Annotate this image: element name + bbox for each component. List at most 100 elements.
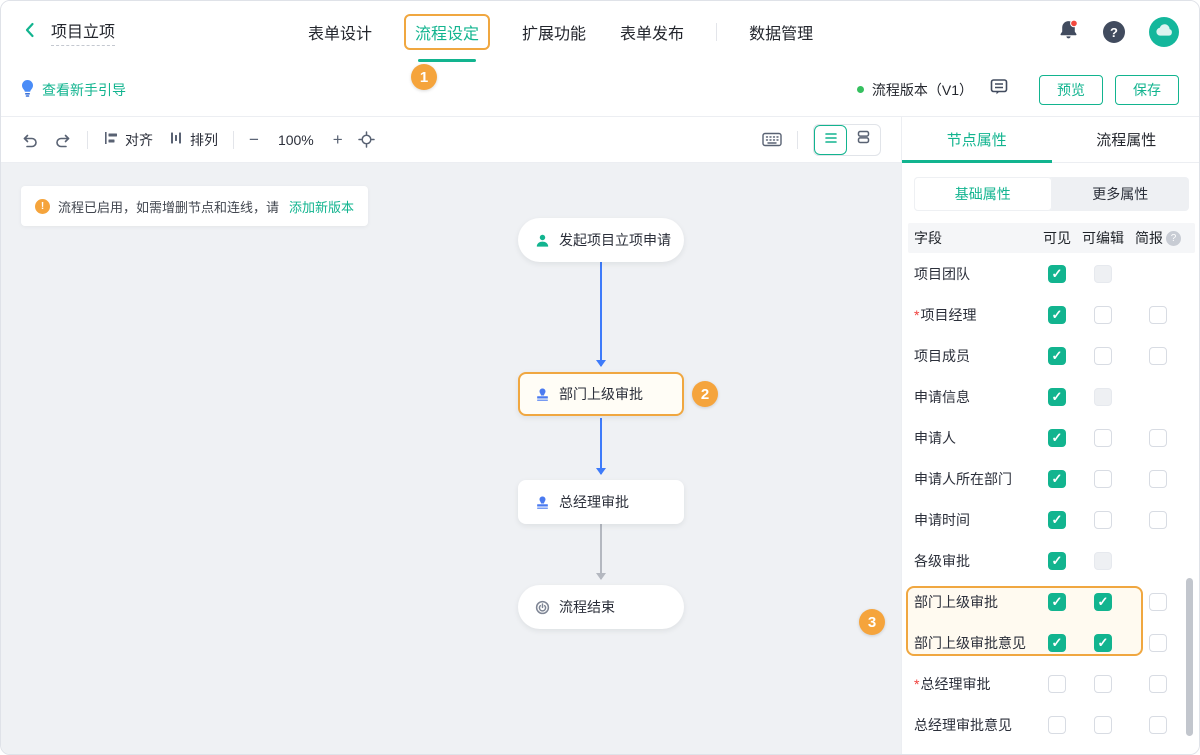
checkbox-visible[interactable]: ✓ (1048, 469, 1066, 488)
flow-canvas[interactable]: ! 流程已启用，如需增删节点和连线，请 添加新版本 发起项目立项申请部门上级审批… (1, 163, 901, 754)
flow-node-1[interactable]: 发起项目立项申请 (518, 218, 684, 262)
cell-brief (1127, 305, 1189, 324)
checkbox-brief[interactable] (1149, 715, 1167, 734)
checkbox-brief[interactable] (1149, 510, 1167, 529)
checkbox-visible[interactable]: ✓ (1048, 346, 1066, 365)
page-title: 项目立项 (51, 18, 116, 46)
subtab-more-properties[interactable]: 更多属性 (1092, 186, 1149, 202)
checkbox-visible[interactable]: ✓ (1048, 264, 1066, 283)
field-label: 申请信息 (914, 388, 970, 405)
avatar[interactable] (1149, 17, 1179, 47)
card-view-button[interactable] (847, 125, 880, 155)
cell-visible (1035, 674, 1079, 693)
step-badge-1: 1 (411, 64, 437, 90)
tab-node-properties[interactable]: 节点属性 (902, 117, 1052, 163)
locate-icon[interactable] (357, 131, 375, 148)
zoom-in-button[interactable]: + (332, 130, 343, 149)
field-row: 各级审批✓ (914, 540, 1189, 581)
back-button[interactable] (21, 21, 39, 44)
checkbox-visible[interactable]: ✓ (1048, 510, 1066, 529)
beginner-guide-link[interactable]: 查看新手引导 (21, 79, 126, 100)
tab-data-management[interactable]: 数据管理 (749, 26, 814, 43)
field-row: 部门上级审批意见✓✓ (914, 622, 1189, 663)
info-icon: ! (35, 198, 50, 214)
toolbar-divider-3 (797, 130, 798, 149)
panel-scrollbar-thumb[interactable] (1186, 578, 1193, 736)
checkbox-editable[interactable]: ✓ (1094, 592, 1112, 611)
add-version-link[interactable]: 添加新版本 (289, 199, 355, 215)
checkbox-editable (1094, 387, 1112, 406)
flow-node-3[interactable]: 总经理审批 (518, 480, 684, 524)
subtab-basic-properties[interactable]: 基础属性 (914, 177, 1052, 211)
checkbox-visible[interactable]: ✓ (1048, 551, 1066, 570)
checkbox-editable[interactable] (1094, 510, 1112, 529)
checkbox-brief[interactable] (1149, 428, 1167, 447)
properties-panel: 节点属性 流程属性 基础属性 更多属性 字段 可见 可编辑 简报 ? 项目团 (859, 117, 1199, 754)
cell-editable (1079, 305, 1127, 324)
checkbox-visible[interactable]: ✓ (1048, 428, 1066, 447)
checkbox-visible[interactable] (1048, 674, 1066, 693)
question-icon: ? (1110, 24, 1118, 40)
checkbox-visible[interactable] (1048, 715, 1066, 734)
notifications-button[interactable] (1058, 19, 1079, 45)
checkbox-brief[interactable] (1149, 633, 1167, 652)
redo-icon[interactable] (54, 132, 72, 148)
comment-icon (989, 77, 1009, 102)
checkbox-editable[interactable] (1094, 715, 1112, 734)
field-row: 申请人✓ (914, 417, 1189, 458)
tab-workflow-settings[interactable]: 流程设定 (404, 14, 491, 50)
checkbox-editable[interactable]: ✓ (1094, 633, 1112, 652)
checkbox-brief[interactable] (1149, 469, 1167, 488)
cell-editable (1079, 428, 1127, 447)
checkbox-editable[interactable] (1094, 674, 1112, 693)
tab-extensions[interactable]: 扩展功能 (522, 26, 587, 43)
checkbox-editable[interactable] (1094, 469, 1112, 488)
cell-brief (1127, 633, 1189, 652)
checkbox-editable (1094, 551, 1112, 570)
checkbox-brief[interactable] (1149, 305, 1167, 324)
save-button[interactable]: 保存 (1115, 74, 1179, 105)
checkbox-brief[interactable] (1149, 346, 1167, 365)
checkbox-visible[interactable]: ✓ (1048, 633, 1066, 652)
flow-node-4[interactable]: 流程结束 (518, 585, 684, 629)
checkbox-brief[interactable] (1149, 592, 1167, 611)
field-row: 申请时间✓ (914, 499, 1189, 540)
arrange-button[interactable]: 排列 (168, 130, 218, 150)
tab-form-design[interactable]: 表单设计 (308, 26, 373, 43)
undo-icon[interactable] (21, 132, 39, 148)
list-view-button[interactable] (814, 124, 847, 155)
checkbox-visible[interactable]: ✓ (1048, 387, 1066, 406)
cell-visible: ✓ (1035, 469, 1079, 488)
flow-edge-1 (596, 262, 606, 367)
brief-help-icon[interactable]: ? (1166, 230, 1181, 246)
checkbox-editable[interactable] (1094, 428, 1112, 447)
checkbox-brief[interactable] (1149, 674, 1167, 693)
node-label: 部门上级审批 (559, 386, 643, 402)
tab-workflow-properties[interactable]: 流程属性 (1096, 132, 1157, 149)
bell-icon (1058, 19, 1079, 45)
field-label: 总经理审批意见 (914, 716, 1012, 733)
checkbox-visible[interactable]: ✓ (1048, 305, 1066, 324)
align-button[interactable]: 对齐 (103, 130, 153, 150)
field-label: *项目经理 (914, 306, 977, 323)
cell-visible: ✓ (1035, 510, 1079, 529)
panel-tabs: 节点属性 流程属性 (902, 117, 1199, 163)
feedback-button[interactable] (989, 77, 1009, 102)
cell-visible: ✓ (1035, 346, 1079, 365)
checkbox-editable[interactable] (1094, 346, 1112, 365)
preview-button[interactable]: 预览 (1039, 74, 1103, 105)
checkbox-editable[interactable] (1094, 305, 1112, 324)
field-row: 项目成员✓ (914, 335, 1189, 376)
node-label: 流程结束 (559, 599, 615, 615)
checkbox-visible[interactable]: ✓ (1048, 592, 1066, 611)
field-row: *总经理审批 (914, 663, 1189, 704)
cell-visible: ✓ (1035, 428, 1079, 447)
zoom-out-button[interactable]: − (249, 130, 259, 149)
help-button[interactable]: ? (1103, 21, 1125, 43)
keyboard-shortcuts-icon[interactable] (762, 132, 782, 147)
main-area: 对齐 排列 − 100% + (1, 117, 1199, 754)
tab-form-publish[interactable]: 表单发布 (620, 26, 685, 43)
step-badge-3: 3 (859, 609, 885, 635)
